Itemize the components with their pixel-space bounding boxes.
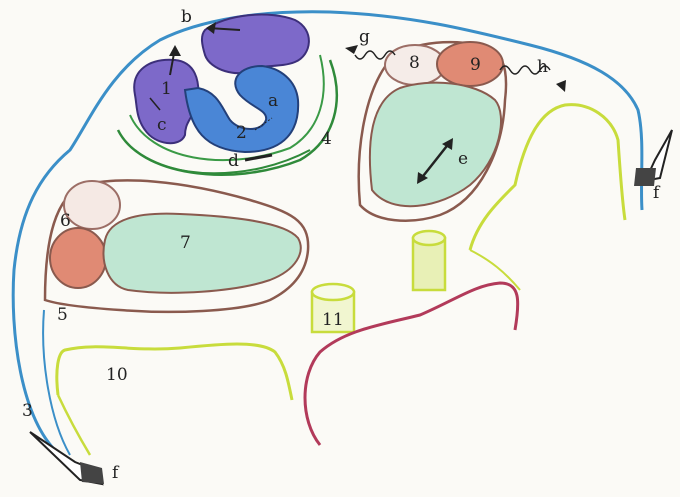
arrowhead-h: [556, 80, 566, 92]
shape-6-red: [50, 228, 106, 288]
label-f-left: f: [112, 463, 120, 483]
label-1: 1: [161, 79, 172, 99]
label-a: a: [268, 91, 278, 111]
label-d: d: [228, 151, 239, 171]
label-8: 8: [409, 53, 420, 73]
label-g: g: [359, 27, 370, 47]
label-b: b: [181, 7, 192, 27]
label-5: 5: [57, 305, 68, 325]
mint-organ-e: [370, 83, 501, 207]
cylinder-11-top: [312, 284, 354, 300]
label-f-right: f: [653, 183, 661, 203]
funnel-icon-left: [30, 432, 104, 484]
shape-6: [64, 181, 120, 229]
label-11: 11: [322, 310, 344, 330]
arrowhead-up-1: [169, 45, 181, 56]
label-c: c: [157, 115, 167, 135]
label-6: 6: [60, 211, 71, 231]
arrowhead-g: [345, 45, 358, 54]
label-9: 9: [470, 55, 481, 75]
label-4: 4: [321, 129, 332, 149]
purple-blob-top: [202, 15, 309, 74]
yellow-green-shape-10-leg: [58, 395, 90, 455]
cylinder-right-top: [413, 231, 445, 245]
label-3: 3: [22, 401, 33, 421]
funnel-icon-right: [634, 130, 672, 186]
label-2: 2: [236, 123, 247, 143]
label-h: h: [537, 57, 548, 77]
shape-7: [104, 214, 301, 293]
label-e: e: [458, 149, 468, 169]
yellow-green-shape-10: [57, 344, 292, 400]
label-7: 7: [180, 233, 191, 253]
green-arc-third: [135, 150, 310, 173]
label-10: 10: [106, 365, 128, 385]
